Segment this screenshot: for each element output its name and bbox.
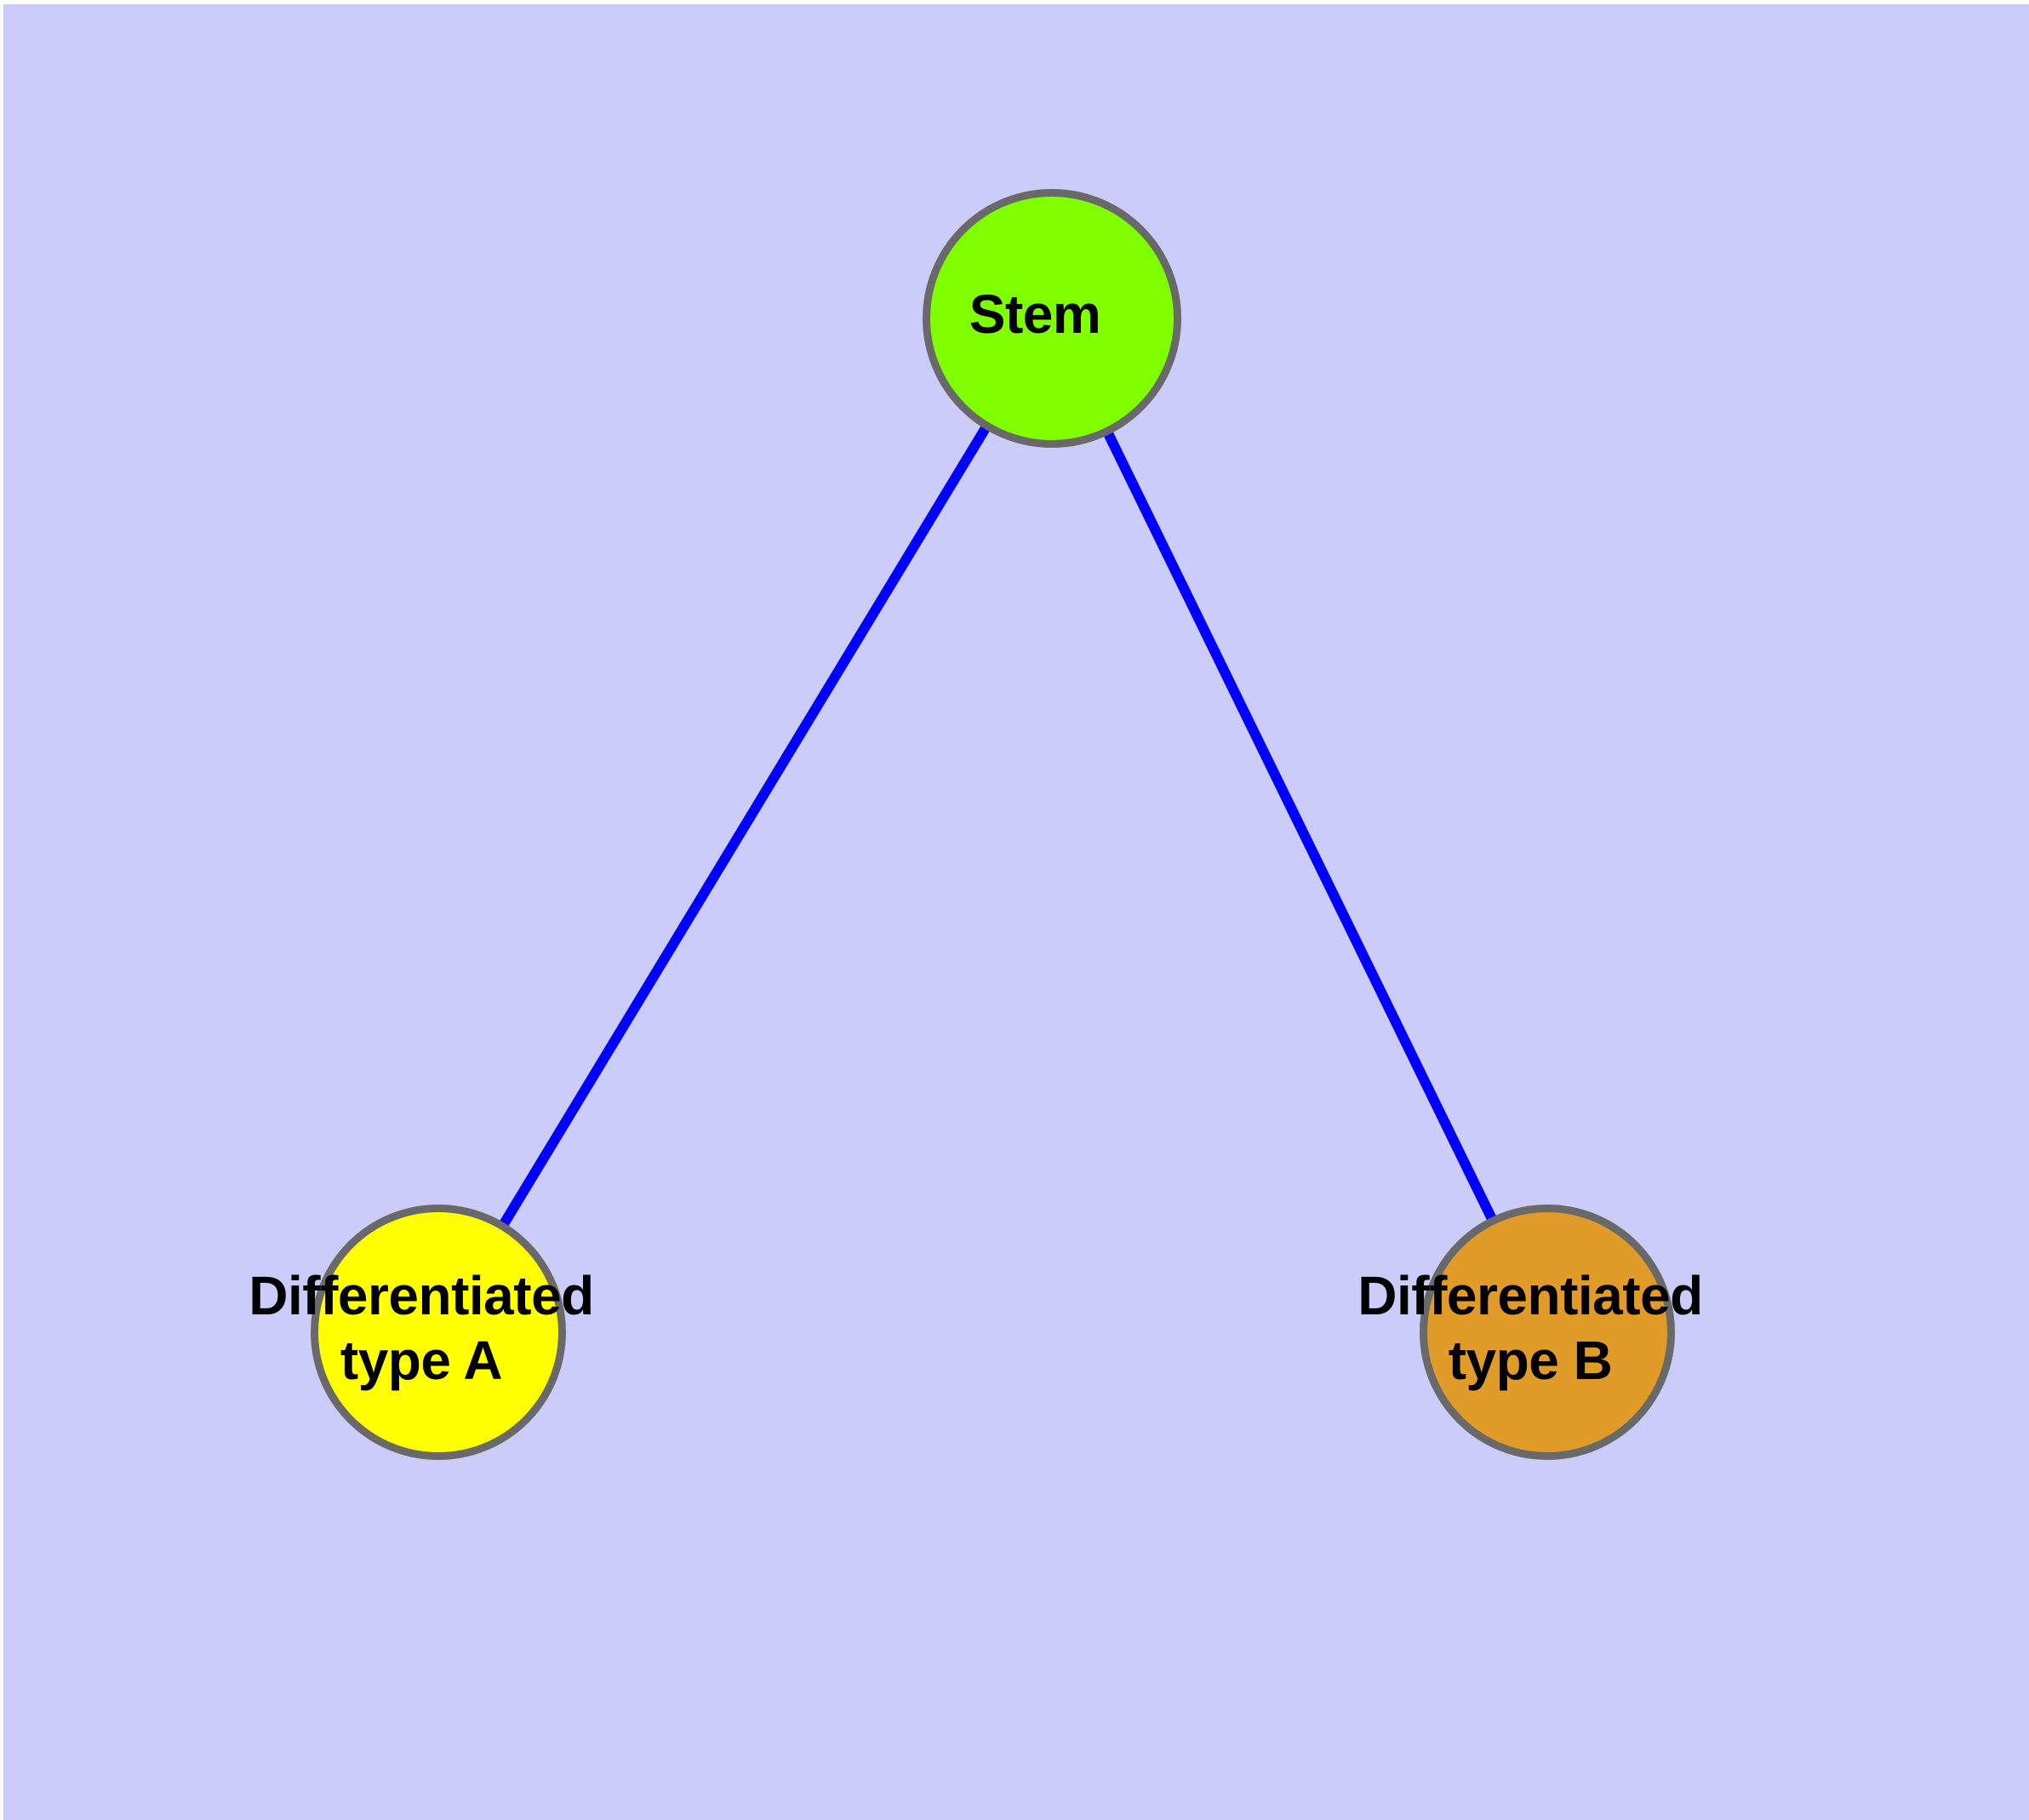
node-circle-diff_b[interactable] [1420,1205,1675,1460]
node-circle-diff_a[interactable] [311,1205,566,1460]
node-circle-stem[interactable] [923,189,1181,448]
node-label-diff_b: Differentiated type B [1357,1265,1703,1391]
node-label-stem: Stem [969,283,1101,346]
node-label-diff_a: Differentiated type A [249,1265,594,1391]
